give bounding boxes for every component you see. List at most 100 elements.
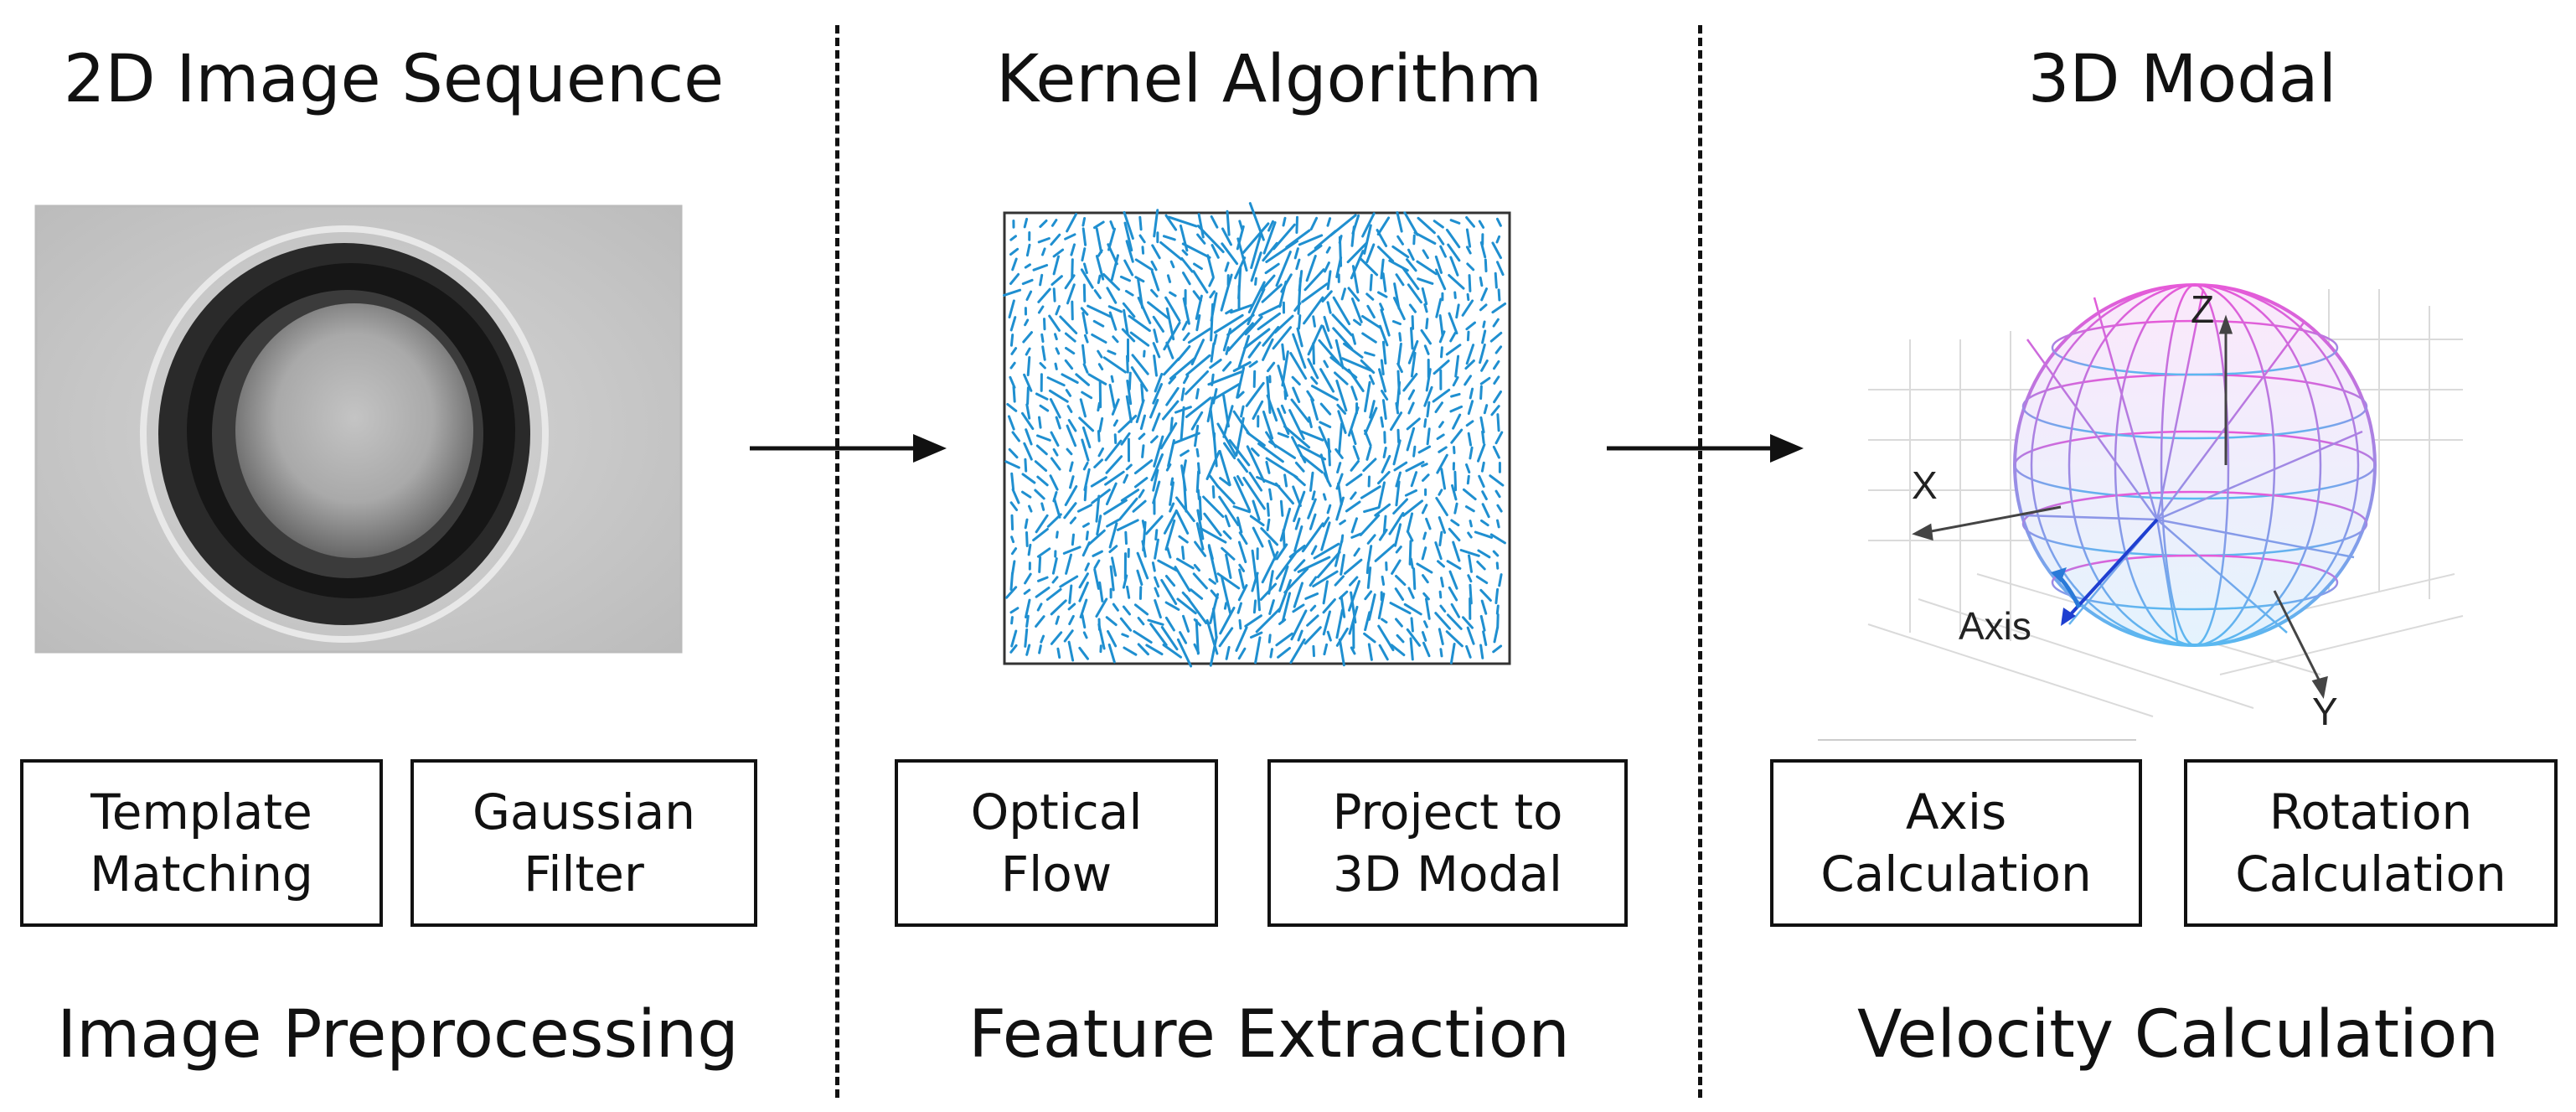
flow-vector	[1467, 531, 1473, 539]
flow-vector	[1334, 540, 1344, 567]
flow-vector	[1069, 516, 1076, 525]
flow-vector	[1024, 518, 1029, 530]
flow-vector	[1452, 413, 1462, 430]
flow-vector	[1476, 561, 1486, 571]
flow-vector	[1416, 562, 1433, 574]
flow-vector	[1112, 603, 1119, 612]
flow-vector	[1447, 243, 1461, 262]
flow-vector	[1439, 604, 1447, 613]
flow-vector	[1126, 585, 1131, 599]
flow-vector	[1063, 502, 1077, 520]
flow-vector	[1159, 422, 1178, 450]
flow-vector	[1123, 221, 1133, 252]
flow-vector	[1350, 297, 1363, 323]
flow-vector	[1475, 575, 1489, 584]
flow-vector	[1395, 546, 1402, 554]
flow-vector	[1381, 454, 1391, 473]
flow-vector	[1133, 603, 1149, 616]
flow-vector	[1106, 287, 1118, 304]
flow-vector	[1040, 333, 1045, 343]
flow-vector	[1367, 593, 1376, 621]
flow-vector	[1338, 422, 1343, 455]
flow-vector	[1103, 499, 1128, 515]
flow-vector	[1035, 392, 1049, 401]
flow-vector	[1193, 564, 1200, 572]
flow-vector	[1292, 333, 1307, 369]
y-axis-label: Y	[2312, 690, 2338, 733]
flow-vector	[1450, 428, 1464, 444]
flow-vector	[1438, 314, 1444, 337]
flow-vector	[1337, 482, 1343, 506]
flow-vector	[1195, 314, 1201, 332]
flow-vector	[1059, 315, 1078, 334]
flow-vector	[1224, 261, 1230, 272]
flow-vector	[1346, 241, 1368, 264]
flow-vector	[1332, 327, 1354, 350]
flow-vector	[1322, 580, 1329, 605]
flow-vector	[1480, 287, 1488, 302]
flow-vector	[1025, 531, 1029, 547]
flow-vector	[1052, 447, 1059, 457]
flow-vector	[1494, 587, 1500, 604]
step-box-rotation-calculation: Rotation Calculation	[2184, 759, 2558, 927]
flow-vector	[1021, 473, 1036, 484]
flow-vector	[1326, 301, 1332, 314]
section-title-kernel-algorithm: Kernel Algorithm	[996, 42, 1542, 117]
flow-vector	[1150, 260, 1158, 272]
flow-vector	[1322, 516, 1330, 528]
flow-vector	[1025, 347, 1031, 356]
flow-vector	[1116, 519, 1139, 531]
flow-vector	[1180, 449, 1190, 457]
flow-vector	[1337, 410, 1347, 434]
flow-vector	[1396, 235, 1404, 246]
flow-vector	[1334, 371, 1349, 385]
flow-vector	[1281, 343, 1286, 361]
flow-vector	[1024, 572, 1032, 585]
flow-vector	[1138, 234, 1146, 244]
flow-vector	[1395, 273, 1405, 287]
flow-vector	[1319, 368, 1335, 393]
flow-vector	[1376, 216, 1391, 236]
flow-vector	[1081, 613, 1087, 629]
flow-vector	[1225, 553, 1232, 579]
flow-vector	[1179, 631, 1188, 644]
flow-vector	[1153, 328, 1159, 344]
flow-vector	[1326, 217, 1332, 227]
particle-microscope-image	[34, 204, 683, 654]
flow-vector	[1067, 640, 1075, 662]
flow-vector	[1021, 411, 1035, 431]
flow-vector	[1425, 517, 1432, 530]
flow-vector	[1479, 241, 1487, 259]
flow-vector	[1221, 227, 1232, 246]
flow-vector	[1071, 300, 1074, 321]
flow-vector	[1480, 599, 1488, 615]
flow-vector	[1035, 514, 1049, 534]
flow-vector	[1051, 275, 1063, 286]
flow-vector	[1307, 358, 1319, 380]
flow-vector	[1323, 315, 1330, 332]
flow-vector	[1147, 301, 1169, 319]
flow-vector	[1468, 274, 1472, 292]
flow-vector	[1087, 529, 1106, 546]
flow-vector	[1310, 545, 1318, 556]
flow-vector	[1479, 416, 1485, 434]
flow-vector	[1008, 447, 1019, 459]
flow-vector	[1093, 458, 1103, 468]
flow-vector	[1299, 454, 1324, 474]
flow-vector	[1497, 288, 1501, 302]
step-box-axis-calculation: Axis Calculation	[1770, 759, 2142, 927]
flow-vector	[1265, 457, 1298, 478]
flow-vector	[1025, 403, 1031, 420]
flow-vector	[1247, 281, 1266, 313]
flow-vector	[1321, 325, 1333, 349]
flow-vector	[1236, 475, 1244, 487]
flow-vector	[1209, 359, 1222, 370]
flow-vector	[1066, 424, 1077, 447]
flow-vector	[1036, 434, 1051, 442]
flow-vector	[1426, 427, 1431, 446]
flow-vector	[1448, 312, 1458, 335]
flow-vector	[1106, 518, 1120, 528]
flow-vector	[1082, 312, 1088, 334]
flow-vector	[1432, 388, 1451, 403]
flow-vector	[1125, 463, 1133, 471]
